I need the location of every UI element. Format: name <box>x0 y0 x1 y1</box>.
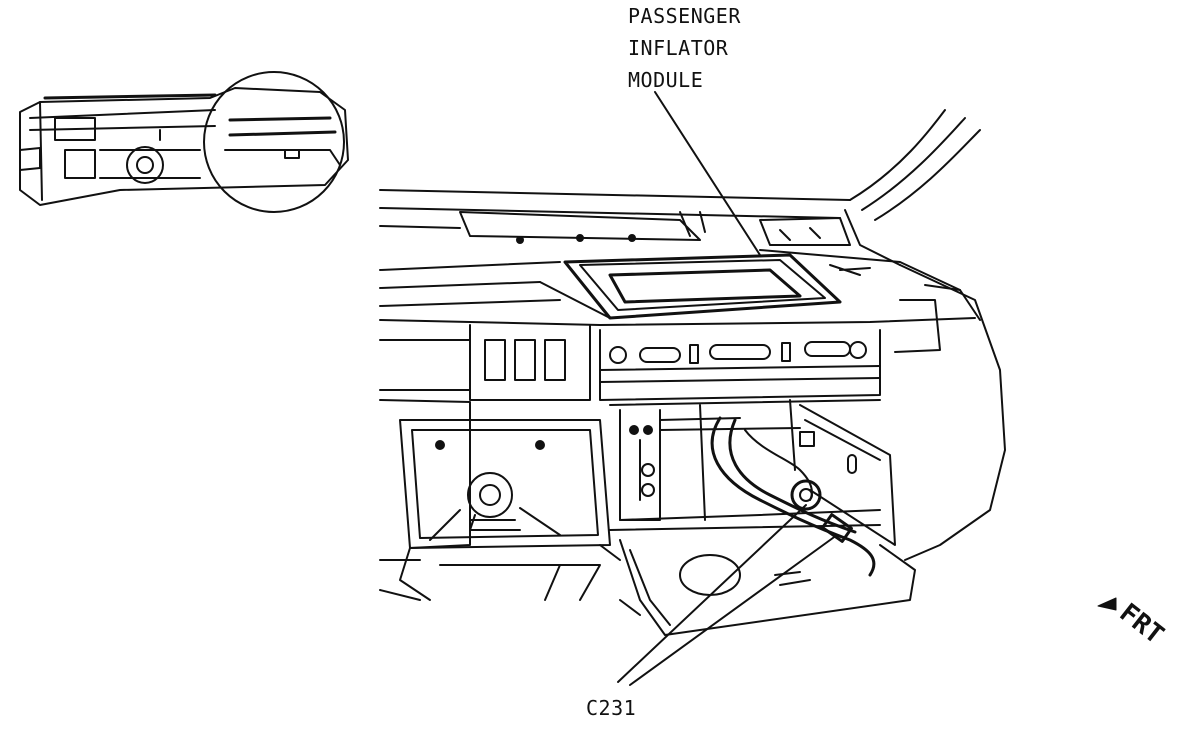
wire-harness <box>710 416 876 577</box>
module-label-line2: INFLATOR <box>628 36 729 60</box>
module-label-line3: MODULE <box>628 68 704 92</box>
locator-circle <box>203 71 345 213</box>
module-label-line1: PASSENGER <box>628 4 741 28</box>
front-arrow: FRT <box>1097 597 1169 651</box>
front-label: FRT <box>1114 598 1169 651</box>
connector-label: C231 <box>586 696 637 720</box>
connector-c231-a <box>790 479 822 511</box>
inflator-module-lid <box>563 253 842 320</box>
connector-c231-b <box>821 513 853 543</box>
lower-door <box>619 539 916 636</box>
module-leader <box>654 91 761 256</box>
c231-leader-b <box>629 534 838 686</box>
leader-lines <box>617 91 838 686</box>
dashboard-body <box>379 109 1006 636</box>
c231-leader-a <box>617 504 807 683</box>
inset-dash-view <box>19 71 349 213</box>
